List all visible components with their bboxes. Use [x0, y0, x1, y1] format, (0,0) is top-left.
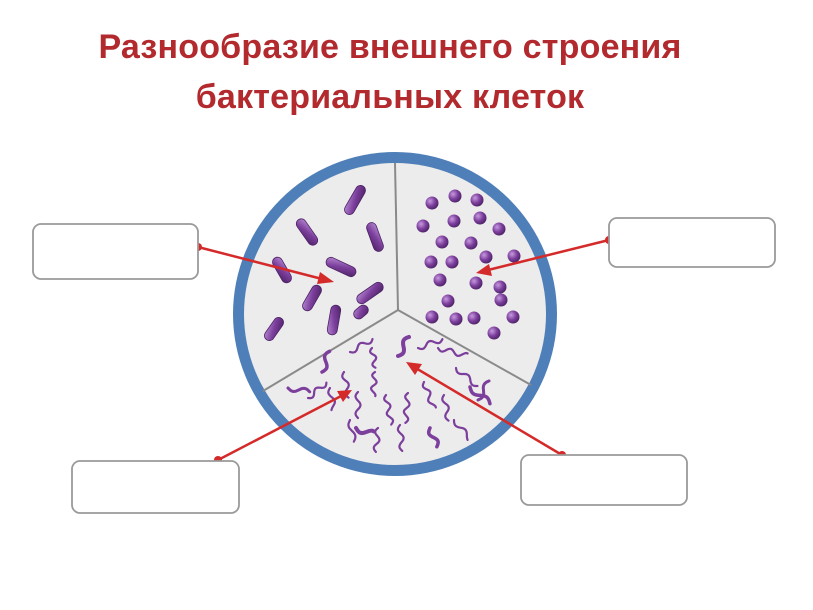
- coccus: [492, 222, 506, 236]
- spirillum: [421, 380, 437, 409]
- spirillum: [416, 338, 444, 351]
- coccus: [479, 250, 493, 264]
- bacillus: [325, 256, 357, 278]
- spirillum: [454, 366, 479, 388]
- bacillus: [302, 284, 322, 312]
- coccus: [470, 193, 484, 207]
- bacillus: [366, 222, 384, 252]
- page-title: Разнообразие внешнего строения бактериал…: [0, 22, 780, 122]
- coccus: [449, 312, 463, 326]
- coccus: [467, 311, 481, 325]
- cocci-group: [416, 189, 521, 340]
- arrow-top-right-head: [476, 264, 492, 276]
- coccus: [425, 196, 439, 210]
- coccus: [464, 236, 478, 250]
- spirillum: [402, 391, 411, 424]
- coccus: [433, 273, 447, 287]
- coccus: [441, 294, 455, 308]
- bacillus: [353, 304, 369, 320]
- arrow-bottom-left-head: [337, 390, 352, 402]
- coccus: [494, 293, 508, 307]
- bacillus: [326, 304, 342, 336]
- pointer-arrows: [194, 236, 613, 464]
- coccus: [435, 235, 449, 249]
- bacillus: [264, 317, 284, 341]
- coccus: [506, 310, 520, 324]
- bacillus: [272, 256, 292, 284]
- spirillum: [426, 426, 440, 449]
- answer-box-bottom-right[interactable]: [520, 454, 688, 506]
- spirillum: [320, 349, 332, 374]
- spirillum: [436, 346, 469, 358]
- title-line-1: Разнообразие внешнего строения: [98, 28, 682, 66]
- spirillum: [327, 386, 337, 412]
- sector-divider-top: [394, 162, 399, 311]
- sector-divider-right: [397, 309, 532, 386]
- spirillum: [306, 381, 328, 400]
- coccus: [447, 214, 461, 228]
- spirilla-group: [286, 334, 492, 454]
- coccus: [469, 276, 483, 290]
- coccus: [445, 255, 459, 269]
- spirillum: [452, 418, 469, 442]
- arrow-bottom-right: [413, 365, 563, 457]
- arrow-bottom-left: [217, 392, 346, 462]
- coccus: [493, 280, 507, 294]
- spirillum: [372, 426, 381, 454]
- arrow-top-left: [197, 245, 327, 282]
- coccus: [487, 326, 501, 340]
- bacillus: [295, 218, 319, 246]
- arrow-bottom-right-head: [406, 362, 422, 375]
- spirillum: [286, 386, 312, 394]
- spirillum: [369, 370, 378, 398]
- spirillum: [441, 393, 450, 422]
- title-line-2: бактериальных клеток: [195, 78, 585, 116]
- coccus: [473, 211, 487, 225]
- arrow-top-left-head: [317, 272, 334, 284]
- answer-box-top-left[interactable]: [32, 223, 199, 280]
- bacillus: [344, 185, 366, 215]
- bacilli-group: [264, 185, 384, 341]
- coccus: [416, 219, 430, 233]
- answer-boxes: [32, 217, 776, 514]
- arrow-top-right: [483, 238, 610, 273]
- spirillum: [354, 426, 376, 436]
- spirillum: [476, 379, 491, 402]
- spirillum: [347, 418, 357, 443]
- spirillum: [368, 346, 378, 369]
- spirillum: [354, 390, 362, 420]
- coccus: [425, 310, 439, 324]
- spirillum: [396, 423, 405, 453]
- coccus: [507, 249, 521, 263]
- spirillum: [348, 337, 374, 354]
- spirillum: [468, 385, 492, 406]
- bacillus: [356, 281, 384, 305]
- answer-box-top-right[interactable]: [608, 217, 776, 268]
- answer-box-bottom-left[interactable]: [71, 460, 240, 514]
- coccus: [424, 255, 438, 269]
- coccus: [448, 189, 462, 203]
- spirillum: [396, 334, 411, 358]
- spirillum: [383, 393, 395, 426]
